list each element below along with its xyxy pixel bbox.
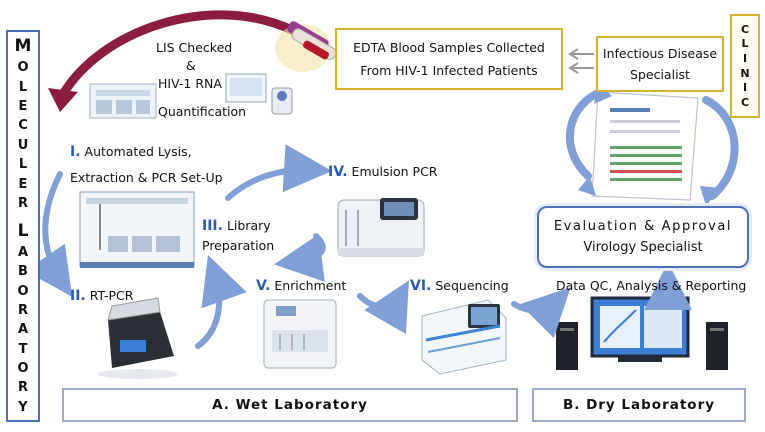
evaluation-approval-box: Evaluation & Approval Virology Specialis…: [537, 206, 749, 268]
side-letter: B: [18, 264, 28, 280]
step-2-title: II. RT-PCR: [70, 288, 133, 306]
side-letter: E: [18, 99, 28, 115]
clinic-to-lab-arrows: [568, 48, 594, 74]
wet-laboratory-section: A. Wet Laboratory: [62, 388, 518, 422]
step-2-label: RT-PCR: [89, 288, 134, 303]
step-3-number: III.: [202, 218, 223, 234]
side-letter: L: [18, 79, 28, 95]
side-letter: M: [14, 36, 32, 56]
dry-laboratory-section: B. Dry Laboratory: [532, 388, 746, 422]
review-cycle-arrows: [565, 90, 739, 200]
side-letter: L: [18, 157, 28, 173]
side-letter: E: [18, 176, 28, 192]
step-1-title: I. Automated Lysis,: [70, 144, 192, 162]
side-letter: A: [17, 244, 29, 260]
step-6-title: VI. Sequencing: [410, 278, 509, 296]
clinic-letter: L: [741, 37, 749, 51]
quantification-text: Quantification: [158, 104, 247, 119]
clinic-letter: I: [742, 52, 748, 66]
step-4-title: IV. Emulsion PCR: [328, 164, 438, 182]
step-4-number: IV.: [328, 164, 348, 180]
clinic-letter: I: [742, 81, 748, 95]
clinic-letter: C: [740, 96, 750, 110]
side-letter: L: [17, 220, 29, 241]
edta-samples-box: EDTA Blood Samples Collected From HIV-1 …: [335, 28, 563, 90]
step-1-number: I.: [70, 144, 81, 160]
step-3-line-1: Library: [226, 218, 271, 233]
emulsion-pcr-instrument-icon: [337, 198, 425, 257]
step-4-label: Emulsion PCR: [351, 164, 438, 179]
edta-line-1: EDTA Blood Samples Collected: [353, 40, 545, 55]
clinic-letter: N: [740, 66, 750, 80]
workflow-arrows: [25, 144, 692, 349]
enrichment-instrument-icon: [263, 299, 337, 369]
side-letter: A: [17, 322, 29, 338]
side-letter: R: [17, 303, 28, 319]
clinic-letter: C: [740, 22, 750, 36]
blood-tube-icon: [275, 21, 337, 72]
specialist-line-2: Specialist: [630, 67, 690, 82]
report-document-icon: [591, 91, 699, 201]
side-letter: O: [17, 283, 29, 299]
molecular-laboratory-label: M O L E C U L E R L A B O R A T O R Y: [6, 30, 40, 422]
step-6-label: Sequencing: [435, 278, 509, 293]
side-letter: O: [17, 361, 29, 377]
lis-ampersand-text: &: [186, 58, 196, 73]
step-5-number: V.: [256, 278, 271, 294]
step-5-title: V. Enrichment: [256, 278, 346, 296]
sample-transfer-arrow: [48, 10, 297, 112]
hiv-rna-text: HIV-1 RNA: [158, 76, 222, 91]
extraction-robot-icon: [79, 191, 195, 268]
step-6-number: VI.: [410, 278, 432, 294]
step-1-line-1: Automated Lysis,: [84, 144, 192, 159]
sequencer-icon: [421, 299, 507, 375]
step-3-line-2: Preparation: [202, 238, 275, 253]
side-letter: R: [17, 195, 28, 211]
data-qc-label: Data QC, Analysis & Reporting: [556, 278, 747, 293]
side-letter: C: [18, 118, 28, 134]
step-3-title: III. Library: [202, 218, 271, 236]
step-1-line-2: Extraction & PCR Set-Up: [70, 170, 223, 185]
analysis-computer-icon: [556, 296, 728, 370]
evaluation-line-1: Evaluation & Approval: [553, 219, 733, 234]
step-5-label: Enrichment: [274, 278, 347, 293]
side-letter: R: [17, 380, 28, 396]
step-2-number: II.: [70, 288, 86, 304]
lis-checked-text: LIS Checked: [156, 40, 233, 55]
clinic-label: C L I N I C: [730, 14, 760, 118]
edta-line-2: From HIV-1 Infected Patients: [360, 63, 538, 78]
side-letter: O: [17, 60, 29, 76]
specialist-line-1: Infectious Disease: [602, 46, 718, 61]
evaluation-line-2: Virology Specialist: [583, 240, 703, 255]
side-letter: T: [18, 341, 28, 357]
infectious-disease-specialist-box: Infectious Disease Specialist: [596, 36, 724, 92]
quantification-instrument-icon: [89, 73, 293, 119]
thermocycler-icon: [98, 297, 178, 379]
side-letter: Y: [18, 399, 28, 415]
side-letter: U: [17, 137, 29, 153]
